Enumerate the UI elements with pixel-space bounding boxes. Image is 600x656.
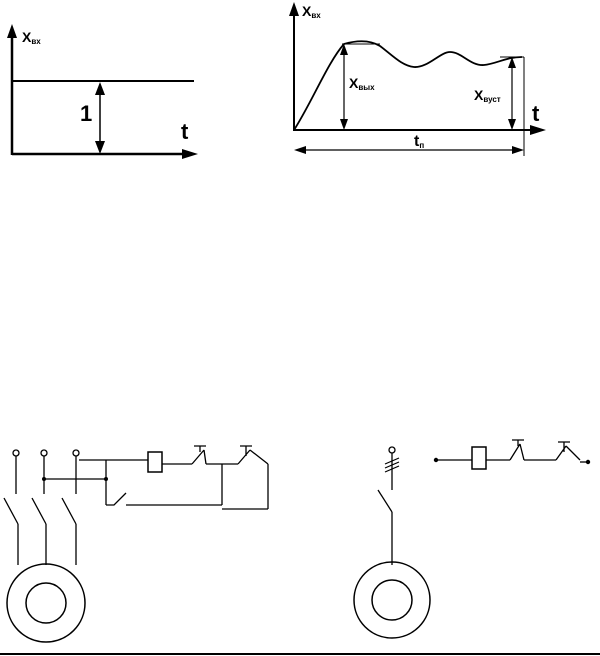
terminal-l1	[12, 449, 20, 457]
single-line-motor-outer-ring	[353, 561, 431, 639]
output-y-axis-label: Xвх	[302, 3, 321, 20]
three-phase-motor-circuit	[3, 445, 269, 643]
input-y-axis-label: Xвх	[22, 29, 41, 46]
steady-dimension-arrow-up	[508, 57, 516, 68]
main-contact-1	[3, 497, 19, 525]
bus-junction-1	[42, 477, 46, 481]
output-y-axis-arrowhead	[289, 2, 299, 16]
settling-time-label: tп	[414, 133, 424, 150]
input-x-axis-arrowhead	[182, 149, 198, 159]
single-line-motor-inner-ring	[371, 579, 413, 621]
max-dimension-arrow-up	[340, 44, 348, 55]
single-line-contact	[377, 489, 393, 513]
main-contact-3	[61, 497, 77, 525]
output-x-axis-label: t	[532, 101, 540, 126]
input-step-graph: Xвх 1 t	[7, 24, 198, 159]
main-contact-2	[31, 497, 47, 525]
single-line-coil	[471, 446, 487, 470]
output-x-axis-arrowhead	[530, 125, 546, 135]
three-wire-tick-1	[384, 457, 400, 465]
three-wire-tick-2	[384, 461, 400, 469]
transient-response-curve	[293, 40, 523, 131]
start-button-contact	[237, 445, 269, 465]
contactor-coil	[147, 451, 163, 473]
step-value-label: 1	[80, 101, 92, 126]
holding-contact	[106, 492, 127, 506]
single-line-terminal	[388, 446, 396, 454]
three-wire-tick-3	[384, 465, 400, 473]
terminal-l3	[72, 449, 80, 457]
max-value-label: Xвых	[349, 75, 375, 92]
motor-outer-ring	[6, 563, 86, 643]
max-dimension-arrow-down	[340, 119, 348, 130]
step-height-arrow-down	[95, 141, 105, 154]
settling-time-arrow-left	[294, 146, 306, 154]
single-line-start-button	[555, 441, 581, 461]
terminal-l2	[40, 449, 48, 457]
motor-inner-ring	[25, 582, 67, 624]
step-height-arrow-up	[95, 82, 105, 95]
steady-value-label: Xвуст	[474, 87, 501, 104]
steady-dimension-arrow-down	[508, 119, 516, 130]
input-x-axis-label: t	[181, 119, 189, 144]
output-response-graph: Xвх Xвых Xвуст t tп	[289, 2, 546, 156]
single-line-motor-circuit	[353, 439, 591, 639]
stop-button-contact	[191, 445, 207, 465]
single-line-stop-button	[509, 439, 525, 461]
input-y-axis-arrowhead	[7, 24, 17, 38]
settling-time-arrow-right	[512, 146, 524, 154]
